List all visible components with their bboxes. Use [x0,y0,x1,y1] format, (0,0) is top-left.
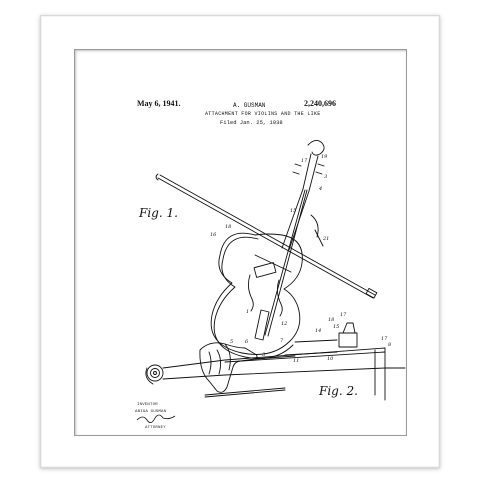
svg-text:6: 6 [245,339,249,345]
attorney-label: ATTORNEY [145,426,166,430]
svg-text:17: 17 [381,336,388,342]
mat-board: May 6, 1941. A. GUSMAN 2,240,696 ATTACHM… [74,49,407,436]
svg-text:3: 3 [324,174,327,180]
svg-text:7: 7 [280,338,284,344]
svg-text:17: 17 [301,158,308,164]
svg-text:18: 18 [225,224,231,230]
svg-text:12: 12 [281,321,287,327]
svg-text:8: 8 [388,342,391,348]
picture-frame: May 6, 1941. A. GUSMAN 2,240,696 ATTACHM… [40,15,440,468]
patent-number: 2,240,696 [304,99,336,108]
attorney-signature-icon [136,414,176,423]
svg-text:14: 14 [315,328,321,334]
inventor-name: ABIGA GUSMAN [135,410,167,414]
svg-text:15: 15 [290,208,296,214]
svg-text:19: 19 [321,154,328,160]
patent-title: ATTACHMENT FOR VIOLINS AND THE LIKE [205,111,321,117]
svg-text:10: 10 [327,356,334,362]
patent-filed: Filed Jan. 25, 1938 [220,119,283,126]
figure-1-label: Fig. 1. [139,206,178,220]
svg-text:17: 17 [340,312,347,318]
svg-text:21: 21 [322,236,329,242]
svg-text:11: 11 [293,358,299,364]
patent-inventor: A. GUSMAN [233,102,266,109]
svg-text:16: 16 [210,232,217,238]
figure-2-label: Fig. 2. [319,384,358,398]
svg-text:15: 15 [333,324,339,330]
svg-text:5: 5 [230,339,233,345]
patent-date: May 6, 1941. [137,99,181,108]
inventor-label: INVENTOR [137,403,158,407]
svg-text:3: 3 [262,352,265,358]
svg-text:18: 18 [328,317,334,323]
svg-text:4: 4 [318,186,322,192]
svg-text:1: 1 [246,309,249,315]
